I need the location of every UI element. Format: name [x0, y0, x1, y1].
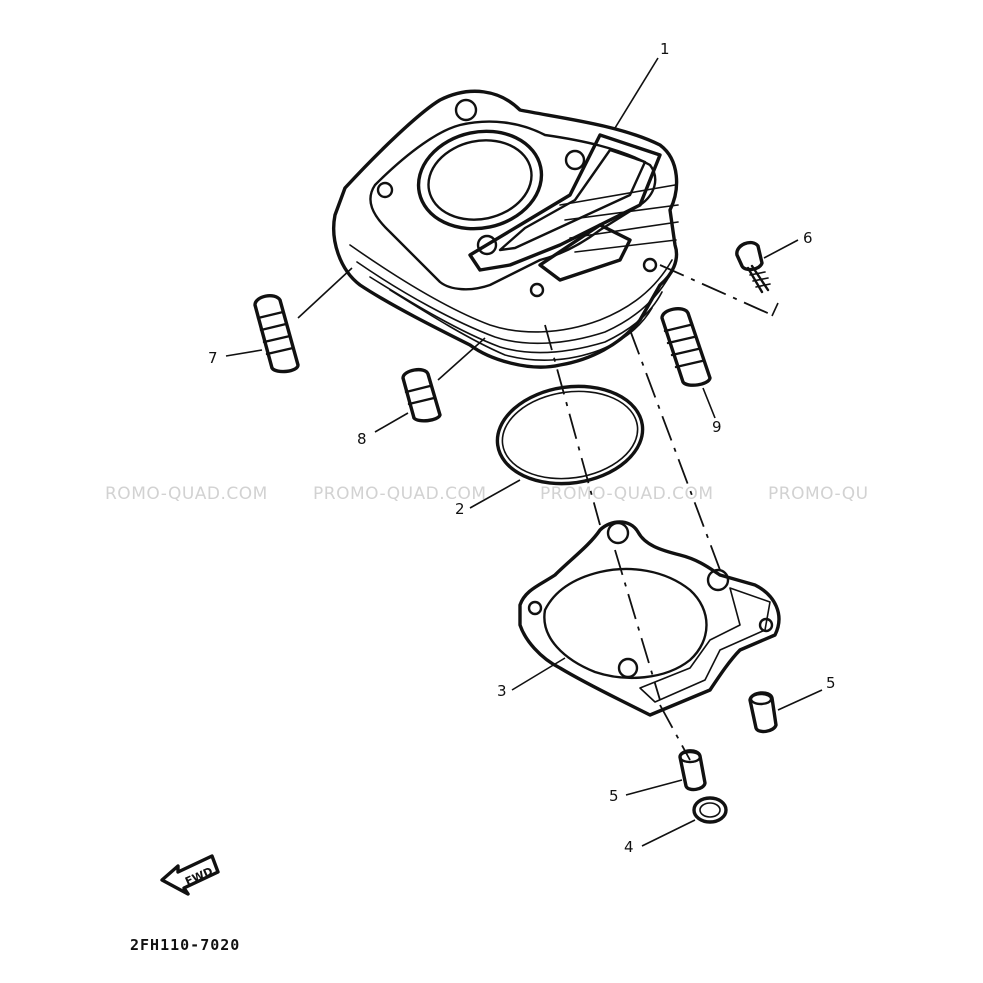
- o-ring-small-outer: [692, 796, 728, 824]
- o-ring-inner: [501, 390, 639, 480]
- o-ring-small-inner: [699, 802, 721, 818]
- leader-6b: [771, 302, 779, 317]
- leader-7b: [297, 267, 353, 319]
- leader-5-left: [625, 779, 683, 796]
- cylinder-deck: [369, 120, 657, 291]
- leader-lines: [225, 57, 823, 847]
- cylinder-bolt-hole-3: [476, 234, 498, 256]
- gasket-outline: [518, 520, 781, 717]
- cylinder: [332, 89, 679, 369]
- bolt: [735, 240, 771, 294]
- callout-5-right: 5: [826, 674, 836, 692]
- stud-bolt-left-thread: [256, 310, 295, 356]
- watermark-3: PROMO-QUAD.COM: [540, 484, 714, 504]
- cooling-fin-2: [356, 261, 671, 345]
- part-number: 2FH110-7020: [130, 936, 240, 954]
- bolt-thread: [749, 271, 771, 288]
- stud-bolt-short: [401, 367, 442, 423]
- stud-bolt-right-body: [660, 307, 712, 387]
- stud-bolt-right: [660, 307, 712, 387]
- assembly-line-center: [544, 324, 601, 526]
- o-ring-small: [692, 796, 728, 824]
- assembly-line-bolt: [659, 264, 773, 316]
- dowel-pin-left-body: [678, 749, 707, 792]
- cylinder-bolt-hole-4: [376, 181, 394, 199]
- leader-8: [374, 412, 409, 433]
- stud-bolt-left: [253, 294, 300, 374]
- cam-chain-window: [538, 223, 632, 282]
- assembly-line-right: [629, 329, 721, 571]
- cylinder-bolt-hole-6: [642, 257, 658, 273]
- leader-1: [614, 57, 659, 129]
- gasket-hole-2: [706, 568, 730, 592]
- callout-6: 6: [803, 229, 813, 247]
- stud-bolt-right-thread: [663, 323, 704, 369]
- gasket-hole-3: [617, 657, 639, 679]
- callout-9: 9: [712, 418, 722, 436]
- o-ring: [495, 384, 645, 486]
- watermark-2: PROMO-QUAD.COM: [313, 484, 487, 504]
- stud-bolt-left-body: [253, 294, 300, 374]
- stud-bolt-short-thread: [404, 384, 436, 406]
- dowel-pin-left-top: [678, 750, 702, 764]
- cam-chain-tunnel: [468, 133, 662, 272]
- cooling-fin-4: [389, 289, 653, 361]
- fwd-arrow-icon: [160, 854, 220, 896]
- dowel-pin-right-top: [749, 692, 773, 706]
- callout-1: 1: [660, 40, 670, 58]
- fwd-arrow: FWD: [160, 854, 220, 896]
- dowel-pin-right: [748, 691, 778, 734]
- callouts: 1 2 3 4 5 5 6 7 8 9: [208, 40, 836, 856]
- cylinder-bore-inner: [427, 139, 533, 221]
- callout-2: 2: [455, 500, 465, 518]
- gasket-hole-4: [527, 600, 543, 616]
- cooling-fin-1: [349, 244, 673, 333]
- leader-3: [511, 657, 566, 691]
- cam-chain-tunnel-inner: [498, 148, 647, 252]
- dowel-pin-left: [678, 749, 707, 792]
- cylinder-bore: [416, 129, 544, 231]
- gasket-hole-1: [606, 521, 630, 545]
- cooling-fin-side: [559, 184, 679, 253]
- callout-5-left: 5: [609, 787, 619, 805]
- cylinder-gasket: [518, 520, 781, 717]
- leader-4: [641, 819, 696, 847]
- cylinder-bolt-hole-5: [529, 282, 545, 298]
- cylinder-bolt-hole-1: [454, 98, 478, 122]
- leader-5-right: [777, 689, 823, 711]
- leader-7: [225, 349, 263, 357]
- cylinder-bolt-hole-2: [564, 149, 586, 171]
- leader-2: [469, 479, 521, 509]
- callout-4: 4: [624, 838, 634, 856]
- callout-8: 8: [357, 430, 367, 448]
- leader-6: [763, 239, 799, 259]
- cooling-fin-3: [369, 276, 663, 354]
- gasket-bore: [543, 567, 708, 680]
- callout-3: 3: [497, 682, 507, 700]
- callout-7: 7: [208, 349, 218, 367]
- cylinder-body-outline: [332, 89, 679, 369]
- watermark-1: ROMO-QUAD.COM: [105, 484, 268, 504]
- watermark-row: ROMO-QUAD.COM PROMO-QUAD.COM PROMO-QUAD.…: [105, 484, 869, 504]
- leader-9: [702, 387, 716, 419]
- gasket-hole-5: [758, 617, 774, 633]
- stud-bolt-short-body: [401, 367, 442, 423]
- leader-8b: [437, 337, 486, 381]
- watermark-4: PROMO-QU: [768, 484, 869, 504]
- gasket-tunnel: [639, 587, 771, 703]
- bolt-head: [735, 240, 764, 272]
- o-ring-outer: [495, 384, 645, 486]
